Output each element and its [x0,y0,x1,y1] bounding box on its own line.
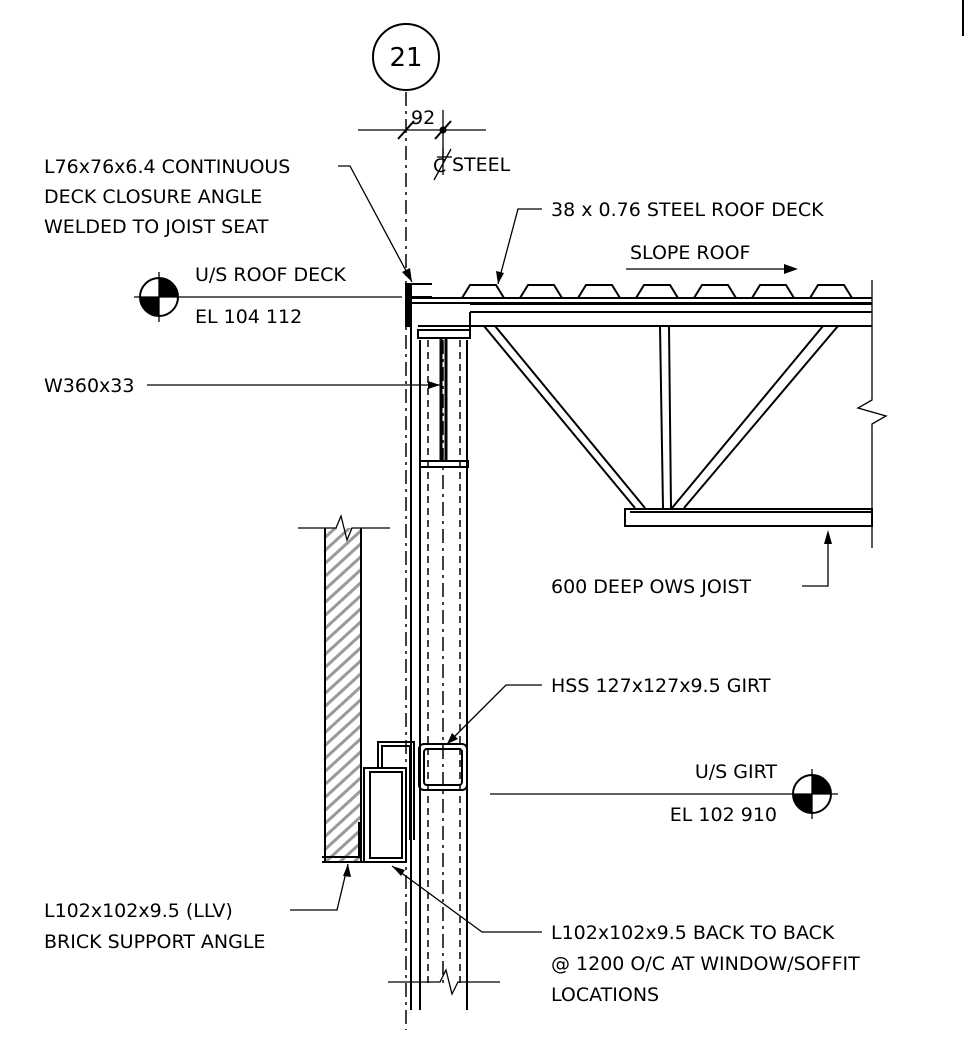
girt-label: HSS 127x127x9.5 GIRT [551,675,771,697]
slope-label: SLOPE ROOF [630,242,750,264]
ows-joist [418,280,888,548]
girt-elevation-marker: U/S GIRT EL 102 910 [490,761,838,826]
back-to-back-line1: L102x102x9.5 BACK TO BACK [551,922,835,944]
grid-number: 21 [389,43,422,73]
w360-beam [417,329,471,468]
closure-angle-line2: DECK CLOSURE ANGLE [44,186,262,208]
roof-elevation-bottom: EL 104 112 [195,306,302,328]
back-to-back-label: L102x102x9.5 BACK TO BACK @ 1200 O/C AT … [551,922,860,1006]
back-to-back-angles [363,741,415,863]
brick-angle-line2: BRICK SUPPORT ANGLE [44,931,265,953]
back-to-back-line2: @ 1200 O/C AT WINDOW/SOFFIT [551,953,860,975]
beam-label: W360x33 [44,375,134,397]
dimension-value: 92 [411,107,435,129]
column-break [388,968,500,996]
centerline-label: STEEL [452,154,511,176]
roof-elevation-top: U/S ROOF DECK [195,264,346,286]
girt-elevation-bottom: EL 102 910 [670,804,777,826]
girt-elevation-top: U/S GIRT [695,761,778,783]
brick-angle-line1: L102x102x9.5 (LLV) [44,900,233,922]
joist-label: 600 DEEP OWS JOIST [551,576,752,598]
closure-angle-label: L76x76x6.4 CONTINUOUS DECK CLOSURE ANGLE… [44,156,290,238]
leaders [147,165,832,933]
closure-angle-line1: L76x76x6.4 CONTINUOUS [44,156,290,178]
dimension-92: 92 [358,107,486,175]
hss-girt [418,743,468,791]
closure-angle-line3: WELDED TO JOIST SEAT [44,216,269,238]
back-to-back-line3: LOCATIONS [551,984,659,1006]
steel-column [410,320,468,1010]
centerline-steel: C STEEL [433,148,511,181]
brick-angle-label: L102x102x9.5 (LLV) BRICK SUPPORT ANGLE [44,900,265,953]
svg-text:C: C [433,155,446,177]
brick-wall [298,513,390,862]
roof-elevation-marker: U/S ROOF DECK EL 104 112 [134,264,402,328]
brick-support-angle [322,822,365,863]
grid-bubble: 21 [372,23,440,91]
roof-deck-label: 38 x 0.76 STEEL ROOF DECK [551,199,824,221]
